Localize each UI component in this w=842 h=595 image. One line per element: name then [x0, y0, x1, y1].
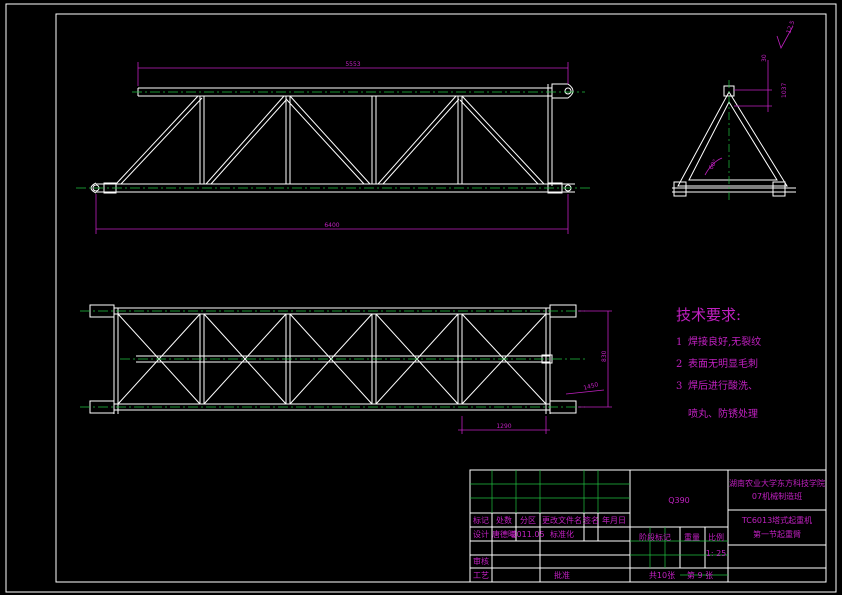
dim-right-a: 30 [761, 54, 768, 62]
tech-item-3-num: 3 [676, 381, 682, 392]
dim-small: 1450 [583, 381, 600, 392]
stage-label: 阶段标记 [639, 532, 671, 542]
review-label: 审核 [473, 556, 489, 566]
front-view: 5553 6400 [76, 61, 590, 234]
hdr-date: 年月日 [602, 515, 626, 525]
dim-panel: 1290 [496, 423, 511, 430]
tech-item-2-num: 2 [676, 359, 682, 370]
roughness-symbol: 12.5 [785, 20, 796, 35]
product-line2: 第一节起重臂 [753, 529, 801, 539]
side-view: 60° 30 1037 12.5 [672, 20, 797, 200]
scale-value: 1: 25 [706, 549, 727, 558]
approve-label: 批准 [554, 570, 570, 580]
tech-item-4-text: 喷丸、防锈处理 [688, 407, 758, 420]
title-block: Q390 湖南农业大学东方科技学院 07机械制造班 TC6013塔式起重机 第一… [469, 469, 827, 583]
weight-label: 重量 [684, 532, 700, 542]
sheets-total: 共10张 [649, 571, 675, 580]
hdr-change-doc: 更改文件名 [542, 515, 582, 525]
standard-label: 标准化 [550, 529, 574, 539]
hdr-zone: 分区 [520, 516, 536, 525]
dim-top-length: 5553 [345, 61, 360, 68]
scale-label: 比例 [708, 532, 724, 542]
product-line1: TC6013塔式起重机 [741, 515, 812, 525]
designer-name: 唐德曦 [492, 529, 516, 539]
tech-title: 技术要求: [676, 306, 741, 324]
sheet-number: 第 9 张 [687, 570, 713, 580]
school-line2: 07机械制造班 [752, 491, 802, 501]
material: Q390 [668, 496, 690, 505]
process-label: 工艺 [473, 571, 489, 580]
outer-border [5, 3, 837, 593]
school-line1: 湖南农业大学东方科技学院 [729, 478, 825, 488]
hdr-mark: 标记 [473, 515, 489, 525]
tech-item-2-text: 表面无明显毛刺 [688, 357, 758, 370]
dim-section-height: 830 [601, 350, 608, 362]
hdr-sign: 签名 [583, 515, 599, 525]
hdr-count: 处数 [496, 515, 512, 525]
designer-label: 设计 [473, 529, 489, 539]
tech-item-3-text: 焊后进行酸洗、 [688, 379, 758, 392]
dim-right-b: 1037 [781, 83, 788, 98]
dim-angle: 60° [708, 158, 719, 171]
inner-border [55, 13, 827, 583]
design-date: 2011.05 [511, 530, 544, 539]
tech-requirements: 技术要求: 1 焊接良好,无裂纹 2 表面无明显毛刺 3 焊后进行酸洗、 喷丸、… [676, 306, 761, 420]
tech-item-1-text: 焊接良好,无裂纹 [688, 335, 761, 348]
dim-bottom-length: 6400 [324, 222, 339, 229]
top-view: 830 1290 1450 [80, 304, 612, 434]
tech-item-1-num: 1 [676, 337, 682, 348]
